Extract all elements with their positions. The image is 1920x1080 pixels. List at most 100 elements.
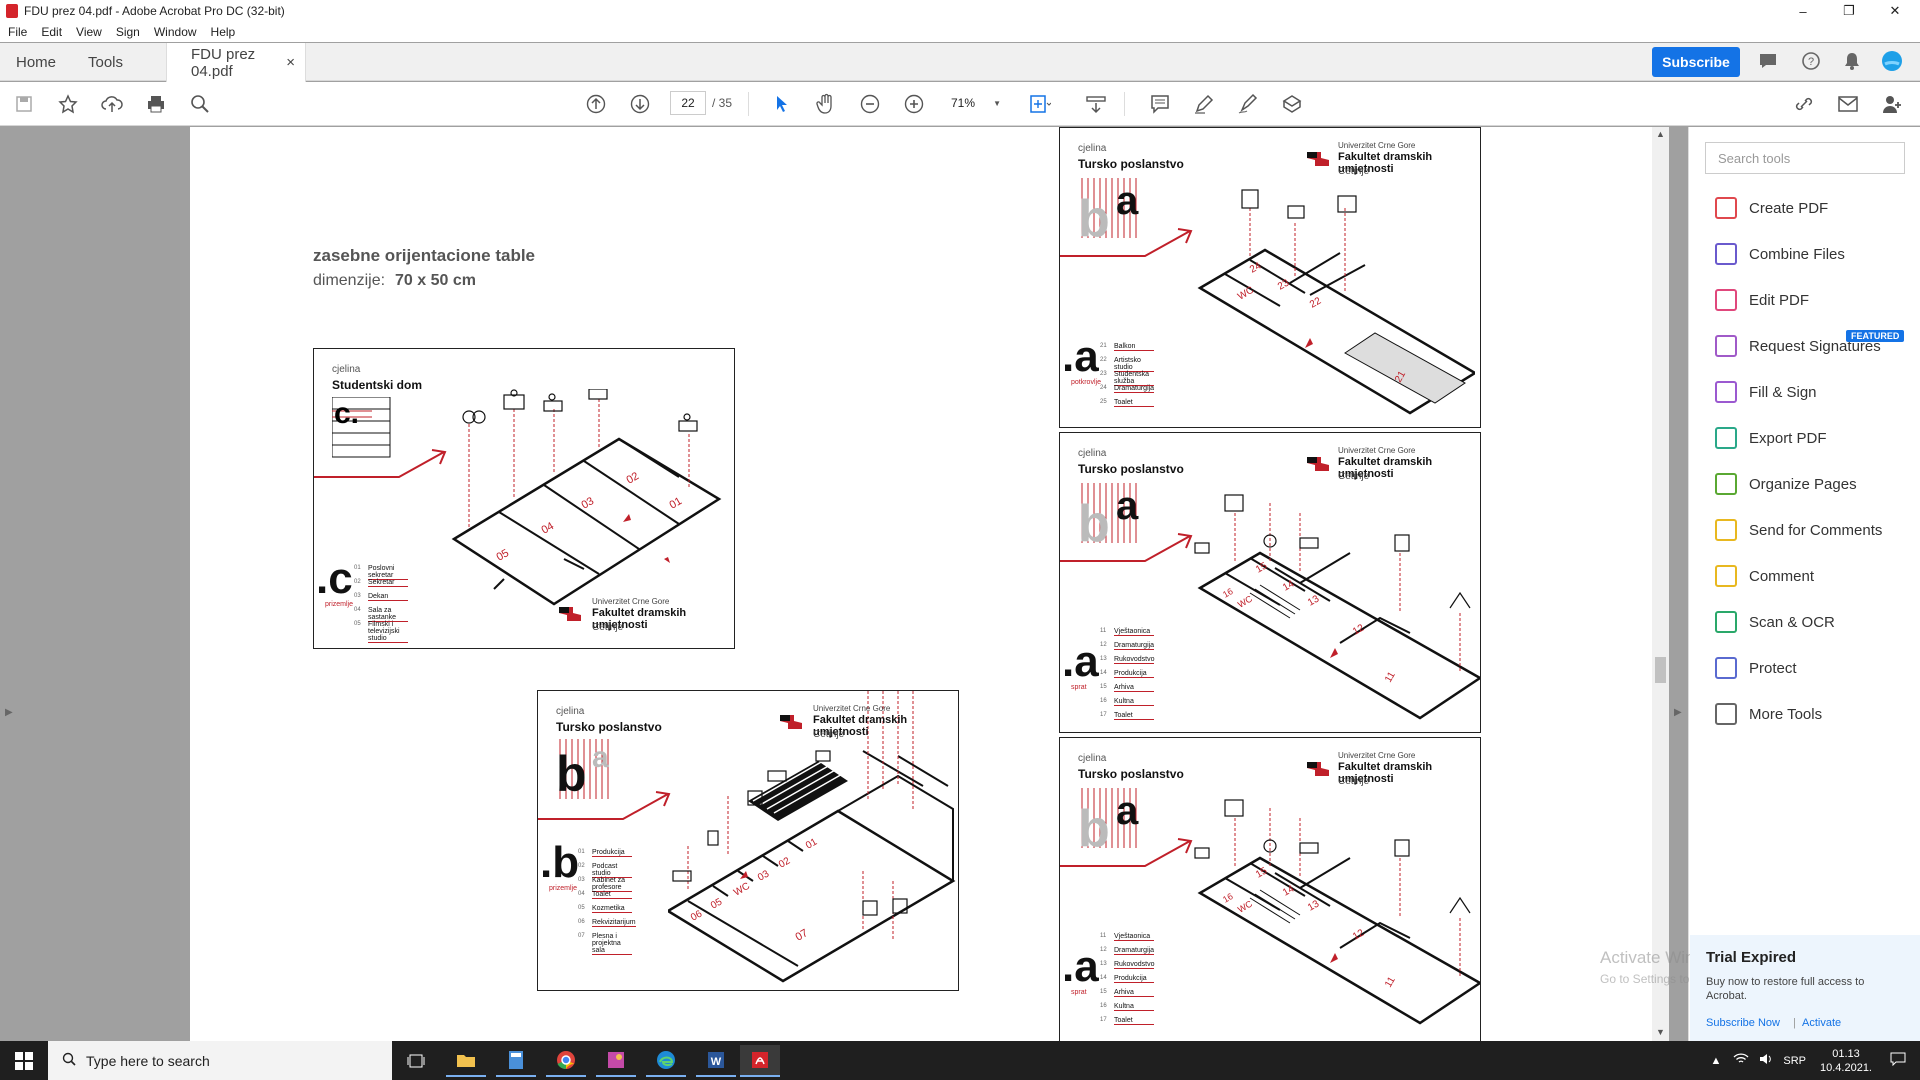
legend-number: 16 (1100, 1003, 1107, 1009)
subscribe-button[interactable]: Subscribe (1652, 47, 1740, 77)
activate-link[interactable]: Activate (1802, 1017, 1842, 1029)
windows-start-icon[interactable] (0, 1041, 48, 1080)
minimize-button[interactable]: – (1799, 3, 1807, 19)
tool-comment[interactable]: Comment (1715, 565, 1814, 587)
tab-document[interactable]: FDU prez 04.pdf × (166, 43, 306, 82)
toolbar-divider (748, 92, 749, 116)
save-icon[interactable] (10, 90, 38, 118)
scroll-down-icon[interactable]: ▼ (1656, 1027, 1665, 1037)
subscribe-now-link[interactable]: Subscribe Now (1706, 1017, 1780, 1029)
scrollbar-thumb[interactable] (1655, 657, 1666, 683)
tool-edit-pdf[interactable]: Edit PDF (1715, 289, 1809, 311)
legend-entry: Vještaonica (1114, 628, 1154, 636)
page-fit-icon[interactable] (1026, 90, 1054, 118)
menu-window[interactable]: Window (153, 25, 197, 39)
legend-entry: Kabinet za profesore (592, 877, 632, 892)
calculator-icon[interactable] (496, 1045, 536, 1077)
notification-bell-icon[interactable] (1838, 47, 1866, 75)
page-heading: zasebne orijentacione table (313, 246, 536, 265)
next-page-icon[interactable] (626, 90, 654, 118)
sign-card-tursko-poslanstvo-a-potkrovlje: cjelina Tursko poslanstvo b a 24 23 (1059, 127, 1481, 428)
tool-fill-sign[interactable]: Fill & Sign (1715, 381, 1817, 403)
link-divider: | (1793, 1017, 1796, 1029)
previous-page-icon[interactable] (582, 90, 610, 118)
zoom-out-icon[interactable] (856, 90, 884, 118)
acrobat-taskbar-icon[interactable] (740, 1045, 780, 1077)
select-cursor-icon[interactable] (768, 90, 796, 118)
help-icon[interactable]: ? (1797, 47, 1825, 75)
legend-number: 03 (354, 593, 361, 599)
highlight-pen-icon[interactable] (1190, 90, 1218, 118)
notification-center-icon[interactable] (1890, 1052, 1906, 1069)
floor-letter: .a (1062, 332, 1099, 381)
request-signatures-icon (1715, 335, 1737, 357)
sign-pen-icon[interactable] (1234, 90, 1262, 118)
right-panel-toggle-icon[interactable]: ▶ (1674, 707, 1682, 718)
close-window-button[interactable]: ✕ (1889, 3, 1901, 18)
system-tray: ▲ SRP 01.13 10.4.2021. (1710, 1041, 1920, 1080)
tool-protect[interactable]: Protect (1715, 657, 1797, 679)
find-zoom-icon[interactable] (186, 90, 214, 118)
word-icon[interactable]: W (696, 1045, 736, 1077)
input-language[interactable]: SRP (1783, 1054, 1806, 1067)
scroll-mode-icon[interactable] (1082, 90, 1110, 118)
chrome-icon[interactable] (546, 1045, 586, 1077)
share-link-icon[interactable] (1790, 90, 1818, 118)
scroll-up-icon[interactable]: ▲ (1656, 129, 1665, 139)
menu-sign[interactable]: Sign (115, 25, 140, 39)
network-icon[interactable] (1733, 1053, 1749, 1068)
maximize-button[interactable]: ❐ (1843, 3, 1855, 18)
paint-app-icon[interactable] (596, 1045, 636, 1077)
page-number-input[interactable]: 22 (670, 91, 706, 115)
menu-edit[interactable]: Edit (41, 25, 63, 39)
tool-combine-files[interactable]: Combine Files (1715, 243, 1845, 265)
zoom-in-icon[interactable] (900, 90, 928, 118)
file-explorer-icon[interactable] (446, 1045, 486, 1077)
stamp-icon[interactable] (1278, 90, 1306, 118)
document-viewer[interactable]: ▶ zasebne orijentacione table dimenzije:… (0, 127, 1688, 1041)
legend-entry: Poslovni sekretar (368, 565, 408, 580)
bookmark-star-icon[interactable] (54, 90, 82, 118)
tool-label: Comment (1749, 567, 1815, 585)
search-tools-input[interactable]: Search tools (1705, 142, 1905, 174)
task-view-icon[interactable] (396, 1045, 436, 1077)
clock[interactable]: 01.13 10.4.2021. (1820, 1047, 1872, 1075)
edge-icon[interactable] (646, 1045, 686, 1077)
tool-label: Edit PDF (1749, 291, 1810, 309)
tab-home[interactable]: Home (16, 53, 57, 71)
menu-file[interactable]: File (8, 25, 28, 39)
svg-text:a: a (1116, 789, 1139, 833)
tool-create-pdf[interactable]: Create PDF (1715, 197, 1828, 219)
add-user-icon[interactable] (1878, 90, 1906, 118)
tool-export-pdf[interactable]: Export PDF (1715, 427, 1827, 449)
menu-help[interactable]: Help (210, 25, 236, 39)
close-tab-icon[interactable]: × (286, 54, 295, 71)
zoom-select[interactable]: 71% ▼ (946, 91, 1006, 115)
tab-tools[interactable]: Tools (88, 53, 124, 71)
upload-cloud-icon[interactable] (98, 90, 126, 118)
volume-icon[interactable] (1759, 1053, 1773, 1068)
tool-organize-pages[interactable]: Organize Pages (1715, 473, 1857, 495)
hand-tool-icon[interactable] (812, 90, 840, 118)
menu-view[interactable]: View (76, 25, 102, 39)
taskbar-search[interactable]: Type here to search (48, 1041, 392, 1080)
vertical-scrollbar[interactable]: ▲ ▼ (1652, 127, 1669, 1041)
profile-avatar[interactable] (1878, 47, 1906, 75)
legend-entry: Toalet (1114, 712, 1154, 720)
tool-more-tools[interactable]: More Tools (1715, 703, 1822, 725)
legend-number: 04 (354, 607, 361, 613)
legend-number: 12 (1100, 642, 1107, 648)
left-panel-toggle-icon[interactable]: ▶ (5, 707, 13, 718)
chat-icon[interactable] (1754, 47, 1782, 75)
show-hidden-icons-chevron-icon[interactable]: ▲ (1710, 1054, 1722, 1067)
city-name: Cetinje (813, 729, 845, 740)
email-icon[interactable] (1834, 90, 1862, 118)
comment-icon[interactable] (1146, 90, 1174, 118)
tool-label: Send for Comments (1749, 521, 1883, 539)
legend-number: 17 (1100, 1017, 1107, 1023)
tool-send-for-comments[interactable]: Send for Comments (1715, 519, 1882, 541)
print-icon[interactable] (142, 90, 170, 118)
legend-entry: Produkcija (1114, 670, 1154, 678)
tool-scan-ocr[interactable]: Scan & OCR (1715, 611, 1835, 633)
chevron-down-icon: ▼ (993, 98, 1001, 108)
